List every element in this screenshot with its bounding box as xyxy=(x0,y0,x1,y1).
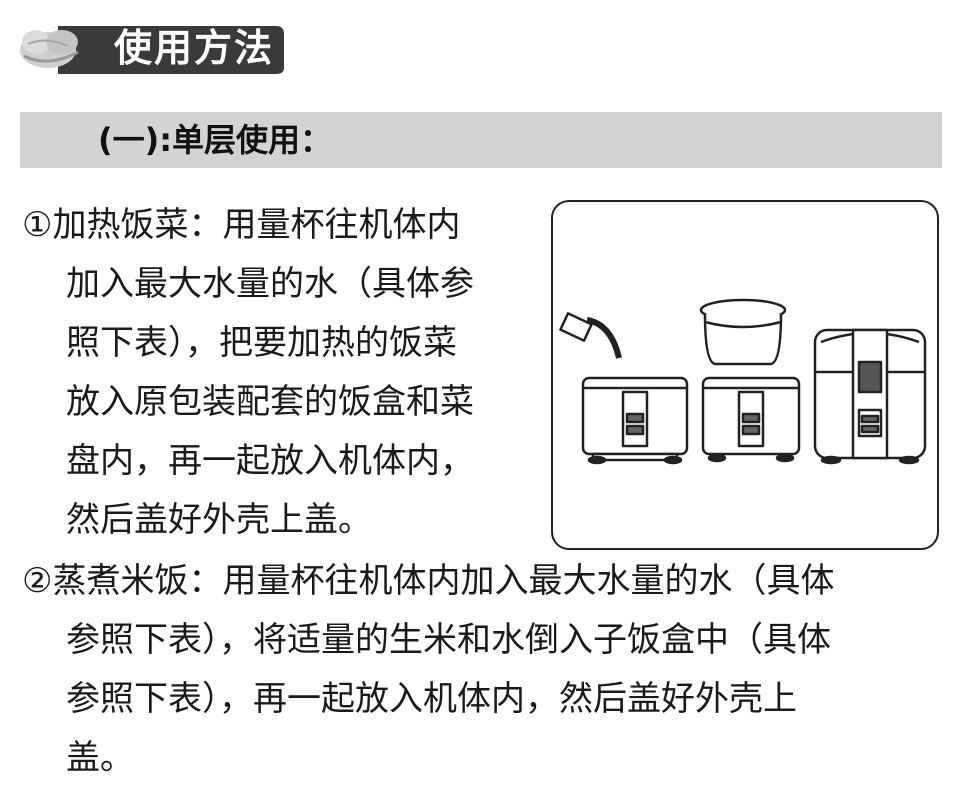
step-2-line-4: 盖。 xyxy=(66,738,134,778)
section-title: (一):单层使用： xyxy=(98,121,333,159)
section-bar: (一):单层使用： xyxy=(20,112,942,168)
step-1-line-5: 盘内，再一起放入机体内， xyxy=(66,441,474,481)
base-unit-1-icon xyxy=(581,376,689,465)
header-title: 使用方法 xyxy=(114,26,275,70)
base-unit-2-icon xyxy=(701,376,801,463)
step-1-line-3: 照下表），把要加热的饭菜 xyxy=(66,323,457,363)
step-1-line-2: 加入最大水量的水（具体参 xyxy=(66,264,474,304)
step-2: ②蒸煮米饭：用量杯往机体内加入最大水量的水（具体 参照下表），将适量的生米和水倒… xyxy=(22,552,952,788)
step-2-line-1: 蒸煮米饭：用量杯往机体内加入最大水量的水（具体 xyxy=(52,561,835,601)
step-1-line-4: 放入原包装配套的饭盒和菜 xyxy=(66,382,474,422)
step-1-line-6: 然后盖好外壳上盖。 xyxy=(66,500,372,540)
step-1: ①加热饭菜：用量杯往机体内 加入最大水量的水（具体参 照下表），把要加热的饭菜 … xyxy=(22,196,547,550)
step-2-marker: ② xyxy=(22,561,53,601)
step-2-line-3: 参照下表），再一起放入机体内，然后盖好外壳上 xyxy=(66,679,797,719)
appliance-illustration xyxy=(551,200,939,550)
lunchbox-steps-illustration xyxy=(559,298,927,465)
inner-bowl-icon xyxy=(699,298,787,366)
cloud-icon xyxy=(20,30,79,68)
measuring-cup-icon xyxy=(559,312,622,359)
assembled-cooker-icon xyxy=(813,328,927,465)
step-1-line-1: 加热饭菜：用量杯往机体内 xyxy=(52,205,461,245)
step-1-marker: ① xyxy=(22,205,53,245)
section-header: 使用方法 xyxy=(18,22,286,74)
step-2-line-2: 参照下表），将适量的生米和水倒入子饭盒中（具体 xyxy=(66,620,831,660)
header-badge-shape xyxy=(20,26,284,74)
